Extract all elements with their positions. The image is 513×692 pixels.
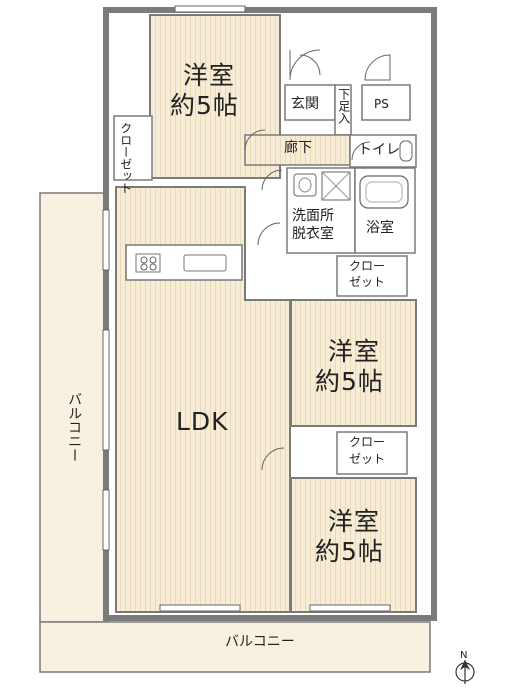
balcony-side-label: バルコニー [66, 392, 83, 462]
toilet-label: トイレ [358, 142, 400, 158]
door-arc-ldk [257, 222, 281, 246]
yoshitsu-top-name: 洋室 [183, 61, 236, 90]
closet-mid-label-2: ゼット [349, 275, 386, 289]
window-side-2 [102, 329, 110, 451]
getabako-label: 下足入 [336, 88, 351, 124]
senmen-label-2: 脱衣室 [292, 226, 334, 242]
senmen-label-1: 洗面所 [292, 208, 334, 224]
toilet-icon [399, 140, 413, 162]
yoshitsu-mid-name: 洋室 [328, 337, 381, 366]
room-yoshitsu-low [290, 477, 417, 613]
door-arc-entry [299, 54, 321, 76]
balcony-bottom-label: バルコニー [225, 634, 295, 650]
door-arc-wash [261, 169, 283, 191]
window-bottom-bed [309, 604, 391, 612]
yokushitsu-label: 浴室 [366, 220, 394, 236]
closet-mid-label-1: クロー [349, 259, 386, 273]
window-side-1 [102, 209, 110, 271]
closet-low-label-1: クロー [349, 435, 386, 449]
balcony-bottom [39, 621, 431, 673]
ps-label: PS [374, 97, 389, 111]
closet-mid-area [336, 255, 408, 297]
yoshitsu-top-size: 約5帖 [170, 91, 239, 120]
door-arc-toilet [351, 141, 371, 161]
yoshitsu-low-name: 洋室 [328, 507, 381, 536]
sink-icon [183, 254, 227, 272]
genkan-area [284, 84, 336, 121]
outer-wall [103, 7, 437, 621]
north-arrow-icon [455, 660, 475, 684]
yoshitsu-mid-size: 約5帖 [315, 367, 384, 396]
closet-left-label: クローゼット [118, 122, 133, 194]
genkan-label: 玄関 [291, 96, 319, 112]
door-arc-bed-top [244, 129, 266, 151]
closet-low-label-2: ゼット [349, 452, 386, 466]
room-yoshitsu-mid [290, 299, 417, 427]
closet-left-area [113, 115, 153, 181]
yoshitsu-low-size: 約5帖 [315, 537, 384, 566]
closet-low-area [336, 431, 408, 475]
rouka-label: 廊下 [284, 140, 312, 156]
door-arc-top [289, 49, 321, 81]
window-bottom-ldk [159, 604, 241, 612]
door-arc-bed-low [261, 447, 285, 471]
ps-area [361, 84, 411, 121]
door-arc-ps [364, 54, 391, 81]
north-label: N [460, 650, 468, 661]
ldk-label: LDK [176, 407, 229, 436]
window-top [174, 5, 246, 13]
stove-icon [135, 253, 161, 273]
window-side-3 [102, 489, 110, 551]
